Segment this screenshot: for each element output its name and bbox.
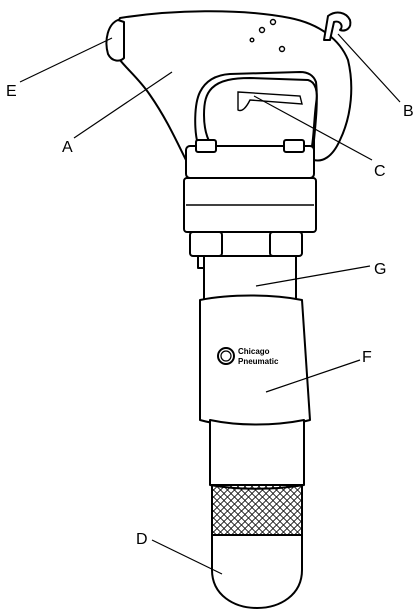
logo-line-1: Chicago [238, 347, 270, 356]
air-inlet [105, 19, 125, 62]
barrel-sleeve: Chicago Pneumatic [199, 294, 311, 427]
handle [113, 10, 353, 162]
callout-a: A [62, 139, 73, 156]
callout-e: E [6, 83, 17, 100]
callout-g: G [374, 261, 386, 278]
leader-g [255, 265, 371, 287]
lower-barrel [209, 419, 305, 490]
rivet-hole [269, 18, 277, 26]
upper-body [183, 139, 317, 233]
callout-labels: E A B C G F D [6, 83, 414, 548]
leader-e [19, 37, 113, 83]
leader-lines [19, 33, 401, 575]
leader-a [73, 71, 173, 139]
callout-c: C [374, 163, 386, 180]
rivet-hole [258, 26, 266, 34]
leader-b [337, 33, 401, 103]
leader-f [265, 359, 361, 393]
chisel-retainer [211, 534, 303, 609]
leader-d [151, 539, 223, 575]
callout-d: D [136, 531, 148, 548]
manufacturer-logo: Chicago Pneumatic [217, 347, 279, 366]
logo-line-2: Pneumatic [238, 357, 279, 366]
callout-f: F [362, 349, 372, 366]
rivet-hole [278, 45, 286, 53]
callout-b: B [403, 103, 414, 120]
latch [323, 11, 352, 41]
knurled-grip [211, 484, 303, 536]
leader-c [253, 95, 373, 161]
rivet-hole [249, 37, 255, 43]
